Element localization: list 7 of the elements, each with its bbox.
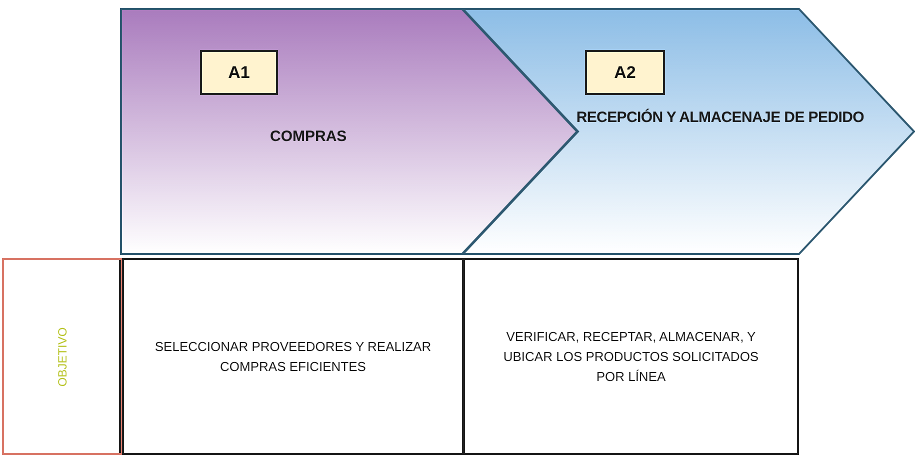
stage-title: RECEPCIÓN Y ALMACENAJE DE PEDIDO bbox=[575, 108, 864, 128]
table-cell: SELECCIONAR PROVEEDORES Y REALIZAR COMPRAS EFICIENTES bbox=[122, 258, 464, 455]
row-header-label: OBJETIVO bbox=[54, 326, 70, 386]
stage-code-tag: A2 bbox=[585, 50, 665, 95]
table-cell: VERIFICAR, RECEPTAR, ALMACENAR, Y UBICAR LOS PRODUCTOS SOLICITADOS POR LÍNEA bbox=[463, 258, 799, 455]
stage-title: COMPRAS bbox=[270, 127, 347, 147]
stage-code-tag: A1 bbox=[200, 50, 278, 95]
